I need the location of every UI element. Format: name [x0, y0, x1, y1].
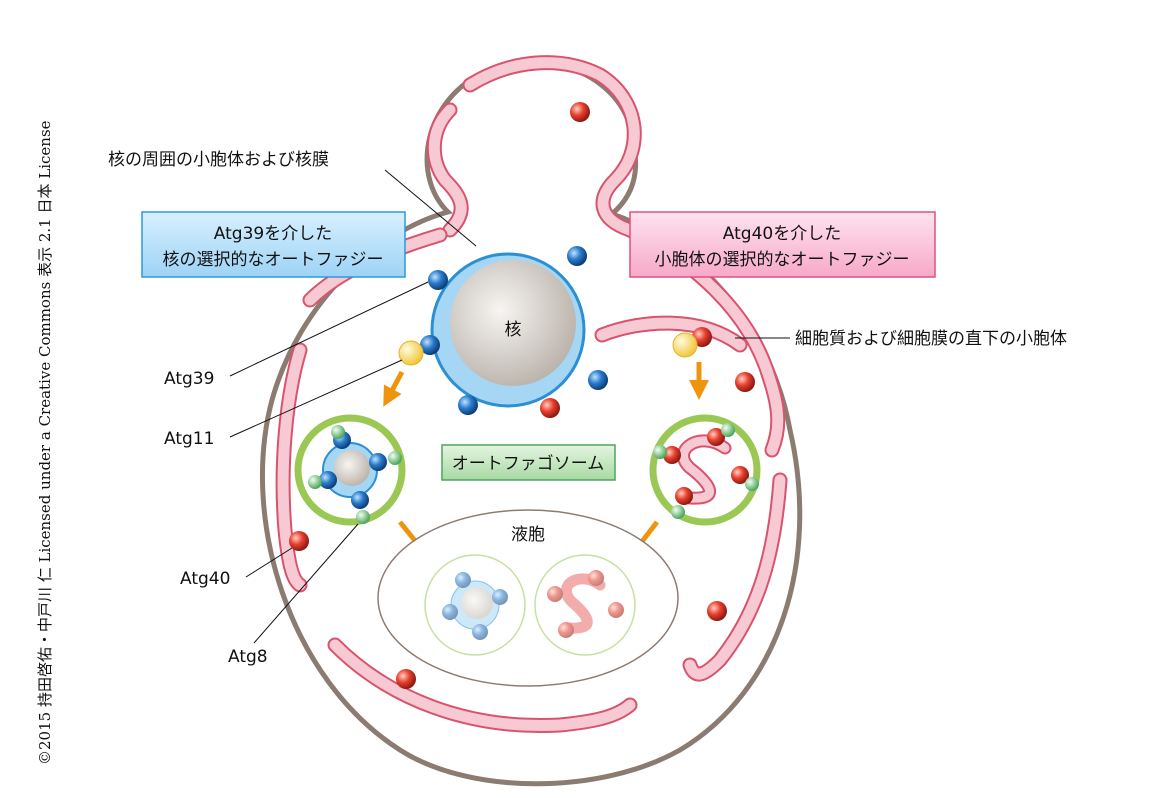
atg39-box-line2: 核の選択的なオートファジー — [163, 250, 384, 270]
atg40-label: Atg40 — [180, 569, 230, 589]
atg39-proteins — [420, 246, 608, 415]
atg40-box-line2: 小胞体の選択的なオートファジー — [655, 250, 910, 270]
cortical-er-label: 細胞質および細胞膜の直下の小胞体 — [795, 329, 1067, 349]
atg11-protein — [672, 332, 698, 358]
atg11-protein — [398, 340, 424, 366]
copyright-notice: ©2015 持田啓佑・中戸川 仁 Licensed under a Creati… — [36, 120, 54, 765]
autophagosome-box: オートファゴソーム — [441, 444, 616, 481]
callouts: 核の周囲の小胞体および核膜 細胞質および細胞膜の直下の小胞体 Atg39 Atg… — [108, 150, 1067, 667]
autophagosome-er — [649, 414, 761, 526]
vacuole-label: 液胞 — [511, 525, 545, 545]
atg39-pathway-box: Atg39を介した 核の選択的なオートファジー — [141, 211, 406, 278]
perinuclear-er-label: 核の周囲の小胞体および核膜 — [108, 150, 329, 170]
nucleus: 核 — [430, 252, 586, 408]
atg39-box-line1: Atg39を介した — [214, 224, 332, 244]
vacuole: 液胞 — [377, 509, 679, 687]
endoplasmic-reticulum — [275, 55, 788, 734]
autophagosome-nucleus — [294, 414, 406, 526]
atg11-label: Atg11 — [164, 429, 214, 449]
atg40-pathway-box: Atg40を介した 小胞体の選択的なオートファジー — [629, 211, 936, 278]
atg40-box-line1: Atg40を介した — [723, 224, 841, 244]
atg8-label: Atg8 — [228, 647, 268, 667]
nucleus-label: 核 — [505, 320, 522, 340]
autophagosome-label: オートファゴソーム — [452, 453, 605, 474]
atg39-label: Atg39 — [164, 369, 214, 389]
